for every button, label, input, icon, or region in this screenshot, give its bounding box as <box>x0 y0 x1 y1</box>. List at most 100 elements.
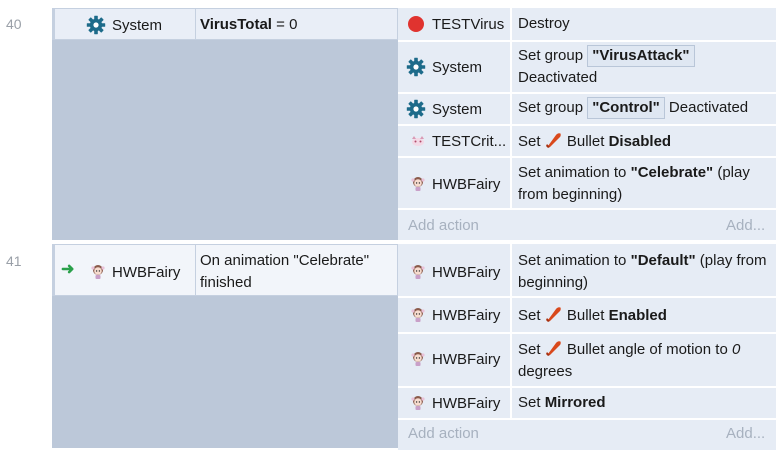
fairy-icon <box>90 264 106 280</box>
action-row[interactable] <box>398 298 776 332</box>
action-text[interactable]: Destroy <box>518 13 570 35</box>
fairy-icon <box>410 307 426 323</box>
group-name-badge: "Control" <box>587 97 665 119</box>
action-divider <box>510 42 512 92</box>
condition-text[interactable]: VirusTotal = 0 <box>200 14 297 36</box>
gear-icon <box>86 15 106 35</box>
action-object-name: System <box>432 58 483 76</box>
action-object-name: HWBFairy <box>432 263 501 281</box>
action-object[interactable]: System <box>406 98 482 120</box>
action-object-name: HWBFairy <box>432 350 501 368</box>
action-object[interactable]: HWBFairy <box>410 304 500 326</box>
action-object[interactable]: HWBFairy <box>410 261 500 283</box>
add-more-link[interactable]: Add... <box>726 217 766 234</box>
condition-object[interactable]: HWBFairy <box>90 261 180 283</box>
action-text[interactable]: Set animation to "Default" (play from be… <box>518 250 773 294</box>
animation-name: "Celebrate" <box>630 164 714 181</box>
action-text-part: Bullet angle of motion to <box>566 341 732 358</box>
action-text-part: Set animation to <box>518 252 631 269</box>
action-object-name: HWBFairy <box>432 394 501 412</box>
bullet-icon <box>545 339 563 357</box>
action-text[interactable]: Set Mirrored <box>518 392 606 414</box>
condition-divider <box>195 245 196 295</box>
action-object-name: HWBFairy <box>432 306 501 324</box>
animation-name: "Default" <box>630 252 696 269</box>
add-action-row[interactable] <box>398 210 776 240</box>
event-number: 40 <box>6 16 22 32</box>
condition-rest: = 0 <box>271 16 298 33</box>
action-row[interactable] <box>398 158 776 208</box>
action-row[interactable] <box>398 334 776 386</box>
action-text[interactable]: Set animation to "Celebrate" (play from … <box>518 162 773 206</box>
action-text[interactable]: Set Bullet angle of motion to 0 degrees <box>518 339 773 383</box>
action-divider <box>510 94 512 124</box>
action-value: Enabled <box>608 307 667 324</box>
action-value: Mirrored <box>544 394 606 411</box>
behavior-name: Bullet <box>566 133 609 150</box>
action-divider <box>510 126 512 156</box>
action-text-part: Set <box>518 133 545 150</box>
group-name-badge: "VirusAttack" <box>587 45 695 67</box>
action-text[interactable]: Set Bullet Enabled <box>518 305 667 327</box>
bullet-icon <box>545 305 563 323</box>
action-row[interactable] <box>398 42 776 92</box>
condition-row[interactable] <box>52 244 398 296</box>
condition-row[interactable] <box>52 8 398 40</box>
action-object[interactable]: HWBFairy <box>410 173 500 195</box>
fairy-icon <box>410 176 426 192</box>
action-row[interactable] <box>398 126 776 156</box>
action-object-name: TESTCrit... <box>432 132 507 150</box>
action-text-part: (play from beginning) <box>518 164 750 203</box>
action-object-name: System <box>432 100 483 118</box>
red-dot-icon <box>408 16 424 32</box>
action-row[interactable] <box>398 244 776 296</box>
action-text-part: Deactivated <box>664 99 749 116</box>
action-text-part: Set <box>518 307 545 324</box>
action-text-part: Set <box>518 394 545 411</box>
action-object-name: HWBFairy <box>432 175 501 193</box>
action-text-part: degrees <box>518 363 573 380</box>
action-object[interactable]: System <box>406 56 482 78</box>
condition-text[interactable]: On animation "Celebrate" finished <box>200 252 370 291</box>
fairy-icon <box>410 264 426 280</box>
gear-icon <box>406 57 426 77</box>
behavior-name: Bullet <box>566 307 609 324</box>
action-text-part: Set animation to <box>518 164 631 181</box>
fairy-icon <box>410 351 426 367</box>
add-action-link[interactable]: Add action <box>408 217 479 234</box>
action-text[interactable]: Set group "Control" Deactivated <box>518 97 748 119</box>
action-object[interactable]: TESTVirus <box>408 13 504 35</box>
action-text-part: Set group <box>518 99 588 116</box>
fairy-icon <box>410 395 426 411</box>
action-text-part: (play from beginning) <box>518 252 767 291</box>
action-divider <box>510 298 512 332</box>
critter-icon <box>410 133 426 149</box>
condition-object[interactable]: System <box>86 14 162 36</box>
action-text-part: Destroy <box>518 15 570 32</box>
action-object[interactable]: TESTCrit... <box>410 130 506 152</box>
action-divider <box>510 8 512 40</box>
condition-divider <box>195 9 196 39</box>
event-block[interactable] <box>52 8 398 240</box>
condition-object-name: System <box>112 16 163 34</box>
action-object-name: TESTVirus <box>432 15 505 33</box>
action-row[interactable] <box>398 94 776 124</box>
action-divider <box>510 244 512 296</box>
add-action-link[interactable]: Add action <box>408 425 479 442</box>
action-divider <box>510 158 512 208</box>
angle-value: 0 <box>731 341 741 358</box>
add-action-row[interactable] <box>398 420 776 450</box>
add-more-link[interactable]: Add... <box>726 425 766 442</box>
action-row[interactable] <box>398 388 776 418</box>
action-object[interactable]: HWBFairy <box>410 392 500 414</box>
action-text[interactable]: Set Bullet Disabled <box>518 131 671 153</box>
gear-icon <box>406 99 426 119</box>
action-object[interactable]: HWBFairy <box>410 348 500 370</box>
variable-name: VirusTotal <box>200 16 272 33</box>
action-text-part: Deactivated <box>518 69 598 86</box>
action-row[interactable] <box>398 8 776 40</box>
action-text[interactable]: Set group "VirusAttack"Deactivated <box>518 45 768 89</box>
event-number: 41 <box>6 253 22 269</box>
action-text-part: Set <box>518 341 545 358</box>
action-divider <box>510 388 512 418</box>
